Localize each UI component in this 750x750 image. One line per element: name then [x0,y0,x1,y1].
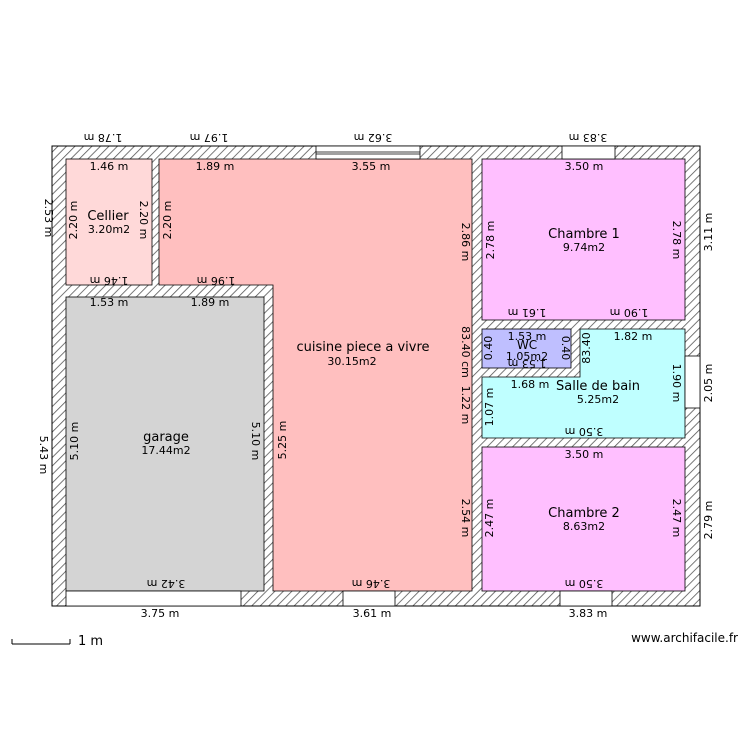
window-bottom-cuisine [342,590,396,607]
cuisine-name: cuisine piece a vivre [296,340,429,355]
dim-garage-top: 1.53 m [90,296,129,309]
dim-sdb-right: 1.90 m [670,364,683,403]
dim-top-outer-3: 3.62 m [354,131,393,144]
dim-right-outer-bottom: 2.79 m [702,501,715,540]
room-sdb[interactable] [481,328,686,439]
dim-cellier-left: 2.20 m [67,201,80,240]
cellier-name: Cellier [87,209,129,224]
scale-bar [11,639,71,645]
window-bottom-chambre2 [559,590,613,607]
dim-sdb-bottom: 3.50 m [565,425,604,438]
cellier-area: 3.20m2 [88,223,130,236]
site-credit[interactable]: www.archifacile.fr [631,631,738,645]
dim-right-outer-top: 3.11 m [702,213,715,252]
dim-garage-top2: 1.89 m [191,296,230,309]
chambre2-name: Chambre 2 [548,506,620,521]
dim-bottom-outer-1: 3.75 m [141,607,180,620]
dim-chambre1-right: 2.78 m [670,221,683,260]
dim-cellier-inner-right: 2.20 m [161,201,174,240]
dim-bottom-outer-3: 3.83 m [569,607,608,620]
room-cuisine[interactable] [158,158,473,592]
wc-area: 1.05m2 [506,350,548,363]
dim-chambre2-right: 2.47 m [670,499,683,538]
dim-chambre2-left: 2.47 m [483,499,496,538]
dim-cuisine-left: 5.25 m [276,421,289,460]
dim-chambre1-bottom-l: 1.61 m [508,306,547,319]
dim-cellier-top: 1.46 m [90,160,129,173]
window-top-chambre1 [561,145,616,160]
openings [65,145,701,607]
dim-chambre1-left: 2.78 m [484,221,497,260]
room-garage[interactable] [65,296,265,592]
sdb-area: 5.25m2 [577,393,619,406]
dim-left-outer-bottom: 5.43 m [37,436,50,475]
room-cellier[interactable] [65,158,153,286]
dim-wc-bottom: 1.53 m [508,357,547,370]
garage-name: garage [143,430,189,445]
dimension-labels: 1.78 m 1.97 m 3.62 m 3.83 m 1.46 m 1.89 … [37,131,715,620]
dim-cuisine-right-top: 2.86 m [459,223,472,262]
room-wc[interactable] [481,328,572,369]
window-right-sdb [684,355,701,409]
dim-sdb-left: 1.07 m [483,388,496,427]
window-top-cuisine [315,145,421,160]
dim-sdb-left-top: 1.68 m [511,378,550,391]
dim-top-outer-2: 1.97 m [190,131,229,144]
dim-garage-left: 5.10 m [68,422,81,461]
dim-left-outer-top: 2.53 m [42,199,55,238]
dim-top-outer-4: 3.83 m [569,131,608,144]
room-labels: Cellier 3.20m2 cuisine piece a vivre 30.… [87,209,640,533]
dim-garage-right: 5.10 m [249,422,262,461]
dim-sdb-top: 1.82 m [614,330,653,343]
dim-chambre2-top: 3.50 m [565,448,604,461]
sdb-name: Salle de bain [556,379,640,394]
dim-cuisine-right-mid2: 1.22 m [459,386,472,425]
chambre1-name: Chambre 1 [548,227,620,242]
scale-label: 1 m [78,634,104,649]
dim-wc-top: 1.53 m [508,330,547,343]
chambre2-area: 8.63m2 [563,520,605,533]
dim-cuisine-right-bottom: 2.54 m [459,499,472,538]
dim-cuisine-notch: 1.96 m [197,274,236,287]
dim-garage-bottom: 3.42 m [147,577,186,590]
chambre1-area: 9.74m2 [563,241,605,254]
dim-wc-right: 0.40 [559,336,572,361]
dim-cuisine-right-mid: 83.40 cm [459,326,472,378]
wc-name: WC [517,338,537,352]
room-chambre1[interactable] [481,158,686,321]
dim-right-outer-mid: 2.05 m [702,364,715,403]
dim-chambre1-bottom-r: 1.90 m [610,306,649,319]
dim-cellier-bottom: 1.46 m [90,274,129,287]
dim-cuisine-top-mid: 3.55 m [352,160,391,173]
cuisine-area: 30.15m2 [327,355,376,368]
dim-cellier-right: 2.20 m [137,201,150,240]
garage-door [65,590,242,607]
garage-area: 17.44m2 [141,444,190,457]
dim-chambre2-bottom: 3.50 m [565,577,604,590]
dim-cuisine-bottom: 3.46 m [352,577,391,590]
dim-top-outer-1: 1.78 m [84,131,123,144]
dim-chambre1-top: 3.50 m [565,160,604,173]
dim-wc-left: 0.40 [482,336,495,361]
dim-bottom-outer-2: 3.61 m [353,607,392,620]
dim-cuisine-top: 1.89 m [196,160,235,173]
dim-wc-height: 83.40 [580,332,593,364]
